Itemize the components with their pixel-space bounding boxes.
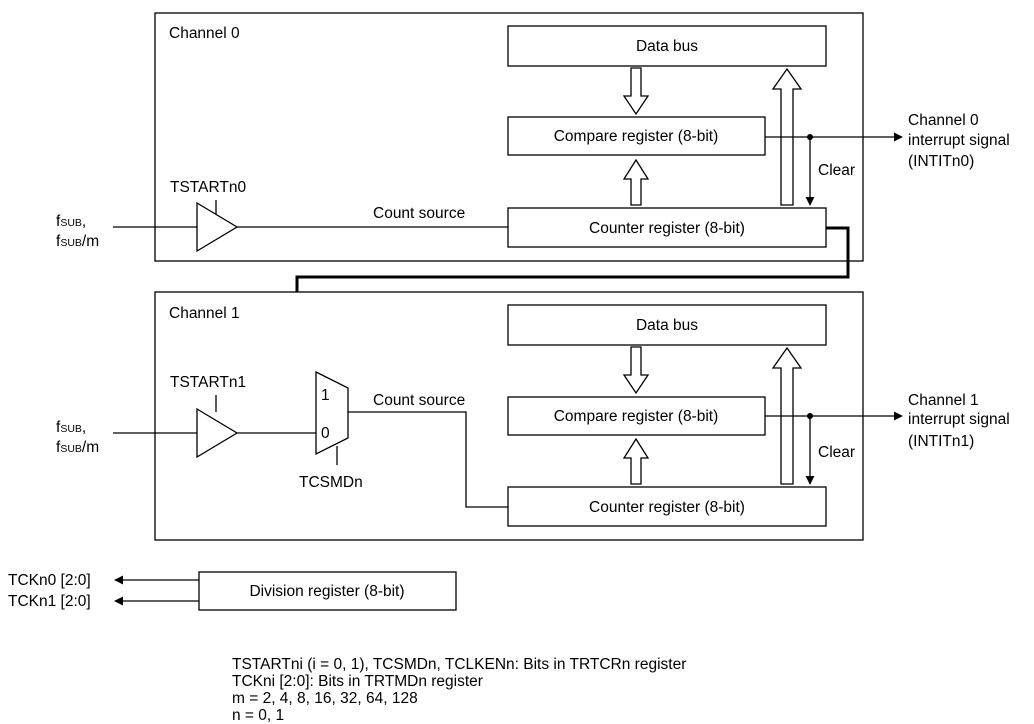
channel-1-count-source-label: Count source	[373, 392, 465, 409]
channel-0-counter-register-label: Counter register (8-bit)	[589, 220, 745, 237]
channel-1-clock-input-line2: fSUB/m	[56, 439, 99, 456]
channel-0-title: Channel 0	[169, 25, 240, 42]
channel-1-output-line2: interrupt signal	[908, 411, 1010, 428]
channel-0-bus-to-compare-arrow	[622, 67, 650, 116]
division-register-label: Division register (8-bit)	[249, 583, 404, 600]
footnotes: TSTARTni (i = 0, 1), TCSMDn, TCLKENn: Bi…	[232, 656, 686, 724]
channel-1-data-bus	[507, 304, 827, 346]
channel-0-output-line1: Channel 0	[908, 112, 979, 129]
channel-0-counter-to-compare-arrow	[622, 158, 650, 206]
channel-1-clock-input-line1: fSUB,	[56, 419, 86, 436]
channel-1-mux	[315, 370, 349, 456]
channel-1-counter-register-label: Counter register (8-bit)	[589, 499, 745, 516]
channel-1-output-line3: (INTITn1)	[908, 433, 974, 450]
channel-1-mux-input-0: 0	[321, 425, 330, 442]
channel-1-clear-label: Clear	[818, 444, 855, 461]
division-out0-label: TCKn0 [2:0]	[8, 572, 91, 589]
channel-0-data-bus	[507, 25, 827, 67]
division-block: Division register (8-bit) TCKn0 [2:0] TC…	[8, 571, 457, 611]
channel-1-compare-register-label: Compare register (8-bit)	[554, 408, 719, 425]
footnote-1: TSTARTni (i = 0, 1), TCSMDn, TCLKENn: Bi…	[232, 656, 687, 673]
division-register	[198, 571, 457, 611]
channel-1-mux-input-1: 1	[321, 387, 330, 404]
footnote-4: n = 0, 1	[232, 707, 285, 724]
channel-0-clock-input-line2: fSUB/m	[56, 233, 99, 250]
channel-0-compare-register-label: Compare register (8-bit)	[554, 128, 719, 145]
channel-1-count-source-line	[348, 411, 508, 508]
channel-1-output-line1: Channel 1	[908, 392, 979, 409]
channel-1-title: Channel 1	[169, 305, 240, 322]
channel-1-tstart-label: TSTARTn1	[170, 374, 246, 391]
channel-0-data-bus-label: Data bus	[636, 38, 698, 55]
channel-0-tstart-label: TSTARTn0	[170, 179, 246, 196]
channel-0-block: Channel 0 Data bus Compare register (8-b…	[56, 12, 1010, 262]
footnote-2: TCKni [2:0]: Bits in TRTMDn register	[232, 673, 483, 690]
channel-0-count-source-label: Count source	[373, 205, 465, 222]
channel-0-clear-label: Clear	[818, 162, 855, 179]
channel-0-clock-input-line1: fSUB,	[56, 213, 86, 230]
channel-1-compare-register	[507, 396, 766, 436]
channel-0-compare-register	[507, 116, 766, 156]
channel-1-block: Channel 1 Data bus Compare register (8-b…	[56, 291, 1010, 541]
channel-1-counter-register	[507, 486, 827, 527]
channel-1-data-bus-label: Data bus	[636, 317, 698, 334]
channel-1-bus-to-compare-arrow	[622, 346, 650, 395]
footnote-3: m = 2, 4, 8, 16, 32, 64, 128	[232, 690, 418, 707]
channel-1-mux-select-label: TCSMDn	[299, 474, 363, 491]
channel-1-counter-to-compare-arrow	[622, 437, 650, 485]
channel-0-output-line3: (INTITn0)	[908, 153, 974, 170]
division-out1-label: TCKn1 [2:0]	[8, 593, 91, 610]
channel-0-output-line2: interrupt signal	[908, 132, 1010, 149]
